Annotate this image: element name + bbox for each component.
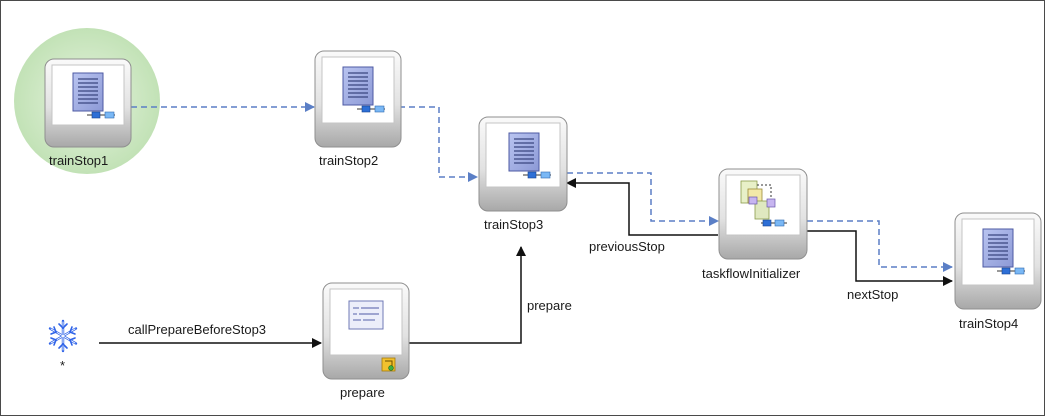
node-prepare[interactable] <box>322 282 410 380</box>
train-link-initializer-stop4[interactable] <box>807 220 953 272</box>
label-taskflowInitializer: taskflowInitializer <box>702 266 801 281</box>
train-link-stop3-initializer[interactable] <box>567 172 719 226</box>
method-badge-icon <box>381 357 396 372</box>
control-flow-previousStop[interactable] <box>566 178 718 236</box>
label-trainStop3: trainStop3 <box>484 217 544 232</box>
label-trainStop2: trainStop2 <box>319 153 379 168</box>
label-edge-nextStop: nextStop <box>847 287 899 302</box>
label-prepare-node: prepare <box>340 385 385 400</box>
label-edge-callPrepareBeforeStop3: callPrepareBeforeStop3 <box>128 322 267 337</box>
label-edge-prepare: prepare <box>527 298 572 313</box>
label-wildcard: * <box>60 358 66 373</box>
label-trainStop4: trainStop4 <box>959 316 1019 331</box>
node-taskflowInitializer[interactable] <box>718 168 808 260</box>
node-trainStop2[interactable] <box>314 50 402 148</box>
label-edge-previousStop: previousStop <box>589 239 665 254</box>
node-trainStop3[interactable] <box>478 116 568 212</box>
train-link-stop2-stop3[interactable] <box>399 106 478 182</box>
method-call-icon <box>348 300 384 330</box>
node-trainStop1[interactable] <box>44 58 132 148</box>
control-flow-prepare[interactable] <box>409 246 526 344</box>
node-trainStop4[interactable] <box>954 212 1042 310</box>
task-flow-initializer-icon <box>740 180 787 227</box>
wildcard-snowflake-icon[interactable] <box>48 319 78 353</box>
control-flow-nextStop[interactable] <box>807 230 953 286</box>
label-trainStop1: trainStop1 <box>49 153 109 168</box>
